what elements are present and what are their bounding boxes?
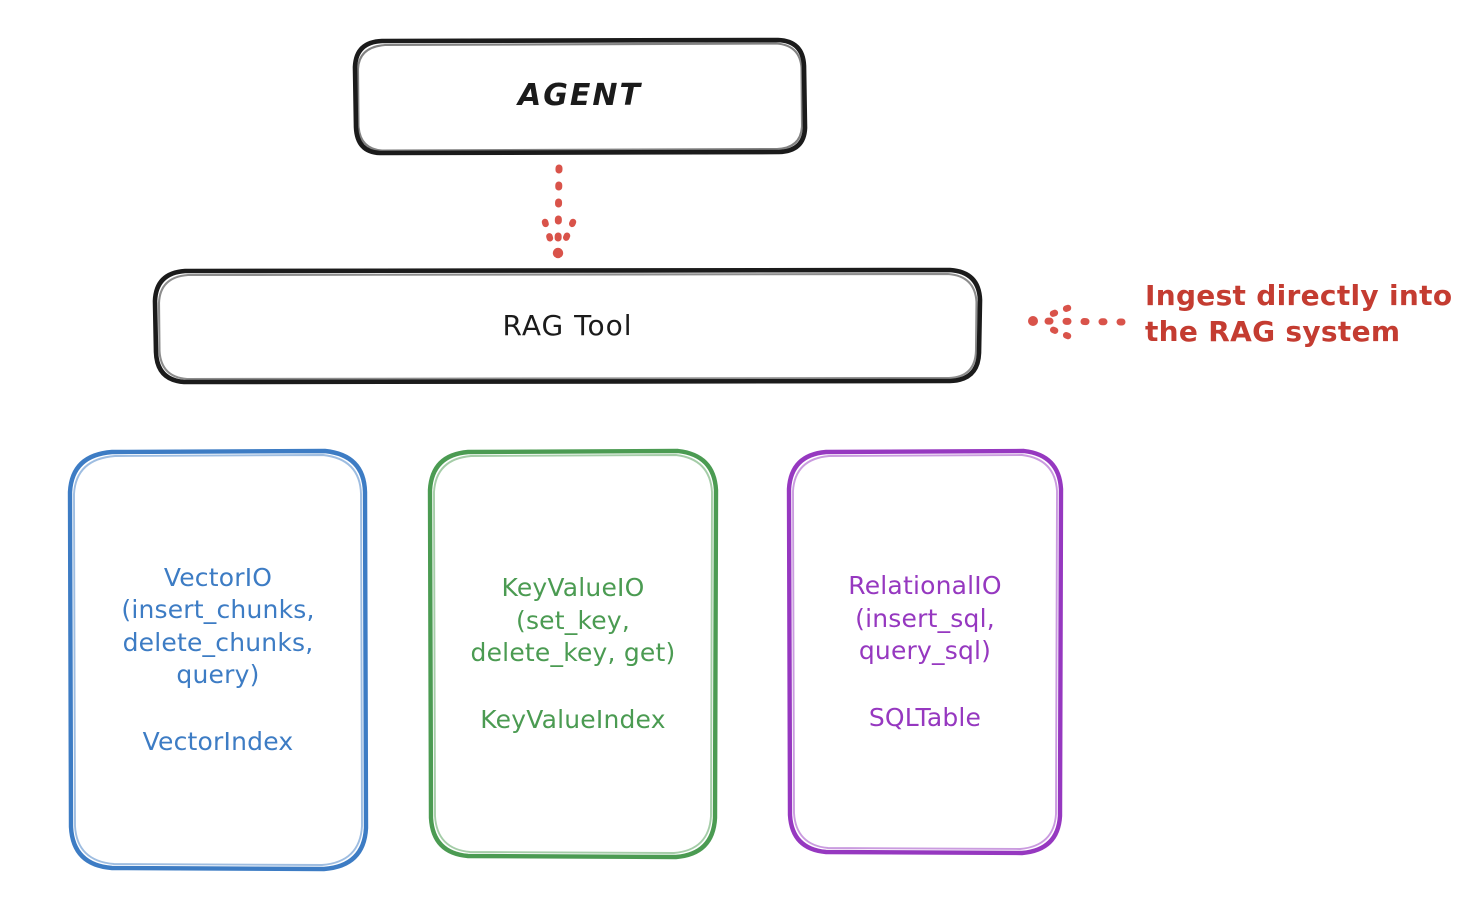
rag-tool-box-outline [152, 267, 983, 385]
ingest-to-rag-tool-arrow [1028, 304, 1126, 340]
key-value-io-node[interactable]: KeyValueIO (set_key, delete_key, get) Ke… [430, 450, 716, 858]
relational-io-box-outline [786, 448, 1064, 856]
ingest-annotation-label: Ingest directly into the RAG system [1145, 279, 1453, 348]
vector-io-content: VectorIO (insert_chunks, delete_chunks, … [70, 562, 366, 759]
agent-to-rag-tool-arrow [541, 164, 577, 259]
key-value-io-box-outline [427, 448, 719, 860]
agent-box-outline [352, 37, 808, 156]
vector-io-node[interactable]: VectorIO (insert_chunks, delete_chunks, … [70, 450, 366, 870]
agent-node[interactable]: AGENT [355, 40, 805, 153]
relational-io-content: RelationalIO (insert_sql, query_sql) SQL… [789, 570, 1061, 734]
relational-io-node[interactable]: RelationalIO (insert_sql, query_sql) SQL… [789, 450, 1061, 854]
relational-io-index-label: SQLTable [868, 702, 982, 732]
vector-io-box-outline [67, 448, 369, 872]
key-value-io-content: KeyValueIO (set_key, delete_key, get) Ke… [430, 572, 716, 736]
rag-tool-node-label: RAG Tool [502, 308, 633, 342]
key-value-io-index-label: KeyValueIndex [480, 704, 666, 734]
key-value-io-api-label: KeyValueIO (set_key, delete_key, get) [470, 573, 676, 667]
relational-io-api-label: RelationalIO (insert_sql, query_sql) [848, 571, 1002, 665]
rag-tool-node[interactable]: RAG Tool [155, 270, 980, 382]
vector-io-index-label: VectorIndex [142, 726, 294, 756]
vector-io-api-label: VectorIO (insert_chunks, delete_chunks, … [121, 562, 315, 690]
agent-node-label: AGENT [518, 78, 642, 114]
ingest-annotation: Ingest directly into the RAG system [1145, 278, 1475, 350]
